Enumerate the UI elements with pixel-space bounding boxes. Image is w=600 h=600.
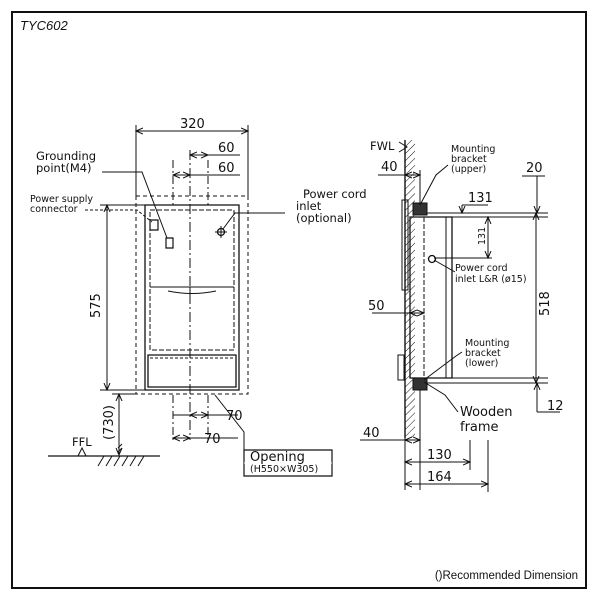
dim-12: 12	[547, 399, 564, 414]
side-view-text: FWL Mounting bracket (upper) Power cord …	[363, 139, 564, 485]
floor-hatch	[98, 456, 144, 466]
label-cord-side-1: Power cord	[455, 263, 508, 274]
power-cord-inlet-side-icon	[429, 256, 436, 263]
dim-320: 320	[180, 117, 205, 132]
label-cord-inlet-3: (optional)	[296, 211, 352, 225]
dim-130: 130	[427, 448, 452, 463]
label-bracket-lower-3: (lower)	[465, 358, 498, 369]
label-bracket-lower-1: Mounting	[465, 338, 509, 349]
dim-518: 518	[538, 291, 553, 316]
side-view	[360, 140, 560, 492]
dim-20: 20	[526, 161, 543, 176]
unit-inner	[150, 210, 234, 350]
label-bracket-upper-1: Mounting	[451, 144, 495, 155]
label-power-supply-1: Power supply	[30, 194, 93, 205]
opening-outline	[136, 196, 248, 394]
label-power-supply-2: connector	[30, 204, 78, 215]
front-view-text: 320 60 60 575 (730) 70 70 Grounding poin…	[30, 117, 367, 475]
label-bracket-upper-2: bracket	[451, 154, 487, 165]
dim-40-top: 40	[381, 160, 398, 175]
label-opening-2: (H550×W305)	[250, 464, 318, 475]
label-fwl: FWL	[370, 139, 395, 153]
label-bracket-upper-3: (upper)	[451, 164, 486, 175]
unit-body	[145, 205, 239, 390]
dim-70-upper: 70	[226, 409, 243, 424]
dim-131-v: 131	[477, 227, 488, 245]
power-supply-connector-icon	[150, 220, 158, 230]
label-grounding-2: point(M4)	[36, 161, 92, 175]
recommended-dimension-note: ()Recommended Dimension	[434, 570, 578, 582]
label-wooden-1: Wooden	[460, 405, 513, 420]
label-grounding-1: Grounding	[36, 149, 96, 163]
dim-730: (730)	[102, 405, 117, 440]
label-wooden-2: frame	[460, 420, 499, 435]
label-opening-1: Opening	[250, 450, 305, 465]
label-cord-inlet-1: Power cord	[303, 187, 367, 201]
front-panel-lower	[398, 355, 404, 380]
model-number: TYC602	[20, 18, 68, 33]
label-cord-side-2: inlet L&R (ø15)	[455, 274, 527, 285]
dim-40-bottom: 40	[363, 426, 380, 441]
dim-131-h: 131	[468, 191, 493, 206]
label-cord-inlet-2: inlet	[296, 199, 322, 213]
dim-60-lower: 60	[218, 161, 235, 176]
lower-tray	[148, 355, 236, 387]
front-view	[48, 125, 332, 476]
front-panel-upper	[402, 200, 408, 290]
dim-164: 164	[427, 470, 452, 485]
grounding-point-icon	[166, 238, 173, 248]
dim-70-lower: 70	[204, 432, 221, 447]
dim-575: 575	[89, 293, 104, 318]
label-bracket-lower-2: bracket	[465, 348, 501, 359]
dim-50: 50	[368, 299, 385, 314]
dim-60-upper: 60	[218, 141, 235, 156]
label-ffl: FFL	[72, 435, 92, 449]
